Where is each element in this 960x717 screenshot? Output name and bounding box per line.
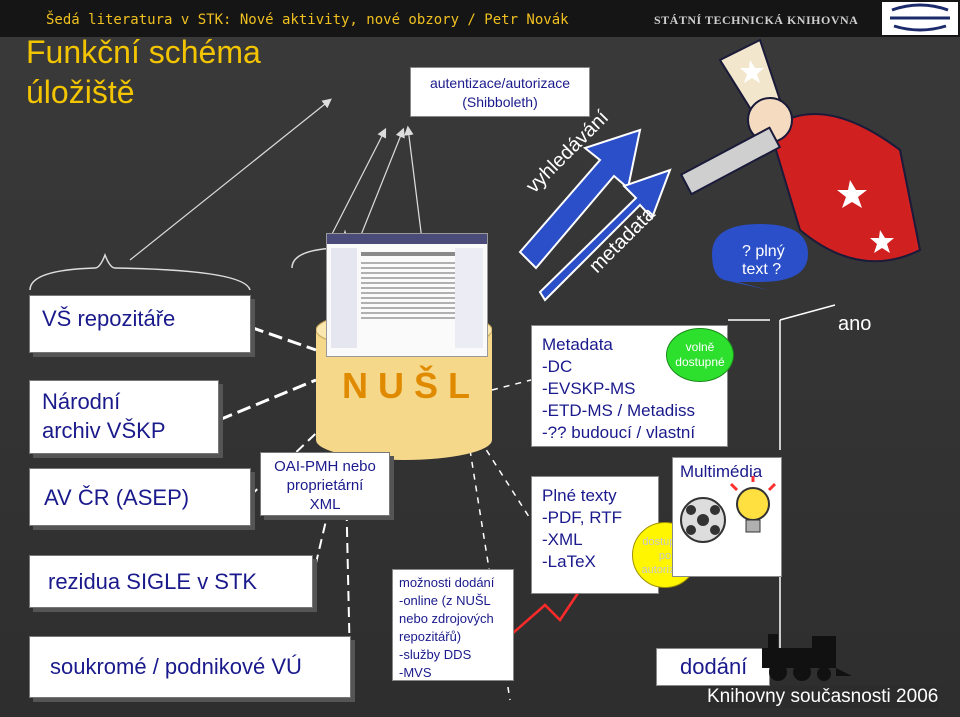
nusl-label: NUŠL	[342, 365, 480, 406]
series-title: Šedá literatura v STK: Nové aktivity, no…	[46, 12, 569, 28]
fulltext-question: ? plný text ?	[742, 243, 785, 278]
auth-box: autentizace/autorizace (Shibboleth)	[410, 67, 590, 117]
multimedia-box	[672, 457, 782, 577]
multimedia-label: Multimédia	[680, 462, 763, 481]
nusl-screenshot	[326, 233, 488, 357]
source-vs-repositories: VŠ repozitáře	[29, 295, 251, 353]
astronomer-icon	[679, 38, 922, 263]
answer-yes: ano	[838, 313, 872, 335]
harvest-protocol-box: OAI-PMH nebo proprietární XML	[260, 452, 390, 516]
lightbulb-icon	[729, 476, 777, 533]
source-avcr: AV ČR (ASEP)	[29, 468, 251, 526]
delivery-label: dodání	[680, 654, 748, 679]
locomotive-icon	[762, 634, 852, 681]
free-access-badge: volně dostupné	[666, 328, 734, 382]
film-reel-icon	[680, 497, 726, 543]
source-private-institutes: soukromé / podnikové VÚ	[29, 636, 351, 698]
stk-logo-icon	[882, 2, 958, 35]
metadata-box: Metadata -DC -EVSKP-MS -ETD-MS / Metadis…	[531, 325, 728, 447]
source-national-archive: Národní archiv VŠKP	[29, 380, 219, 454]
source-sigle: rezidua SIGLE v STK	[29, 555, 313, 608]
slide-title: Funkční schéma úložiště	[26, 34, 261, 110]
header-bar	[0, 0, 960, 37]
institution-name: STÁTNÍ TECHNICKÁ KNIHOVNA	[654, 13, 859, 27]
access-options-box: možnosti dodání -online (z NUŠL nebo zdr…	[392, 569, 514, 681]
fulltext-question-bubble	[712, 224, 808, 290]
footer-text: Knihovny současnosti 2006	[707, 686, 939, 708]
delivery-box	[656, 648, 770, 686]
